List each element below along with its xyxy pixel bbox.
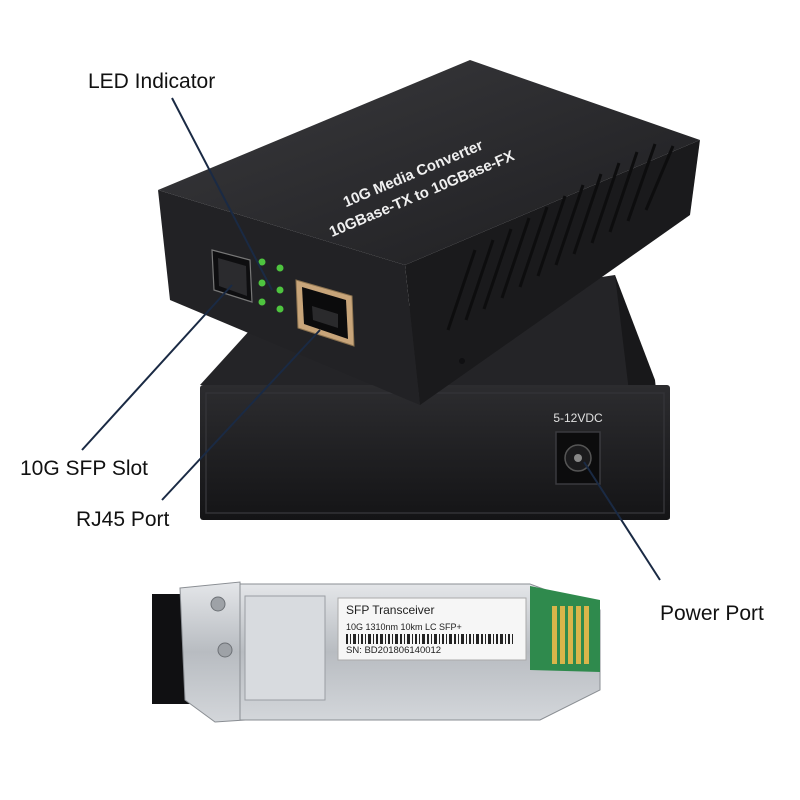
rj45-port [295, 279, 355, 347]
transceiver-title: SFP Transceiver [346, 603, 434, 617]
transceiver-spec: 10G 1310nm 10km LC SFP+ [346, 622, 462, 632]
led-callout-line [171, 97, 273, 291]
transceiver-label [337, 597, 527, 661]
power-callout-line [583, 461, 661, 581]
barcode [346, 634, 513, 644]
power-port-label: Power Port [660, 602, 764, 625]
rj45-callout-line [161, 329, 321, 501]
rj45-port-label: RJ45 Port [76, 508, 170, 531]
transceiver-serial: SN: BD201806140012 [346, 645, 441, 656]
sfp-slot [211, 249, 253, 303]
led-indicator-label: LED Indicator [88, 70, 215, 93]
led-indicators [258, 258, 284, 313]
sfp-transceiver: SFP Transceiver 10G 1310nm 10km LC SFP+ … [152, 581, 601, 723]
sfp-callout-line [81, 284, 233, 451]
voltage-label: 5-12VDC [553, 411, 603, 425]
callout-lines [81, 97, 661, 581]
front-unit: 10G Media Converter 10GBase-TX to 10GBas… [158, 60, 700, 405]
sfp-slot-label: 10G SFP Slot [20, 457, 148, 480]
